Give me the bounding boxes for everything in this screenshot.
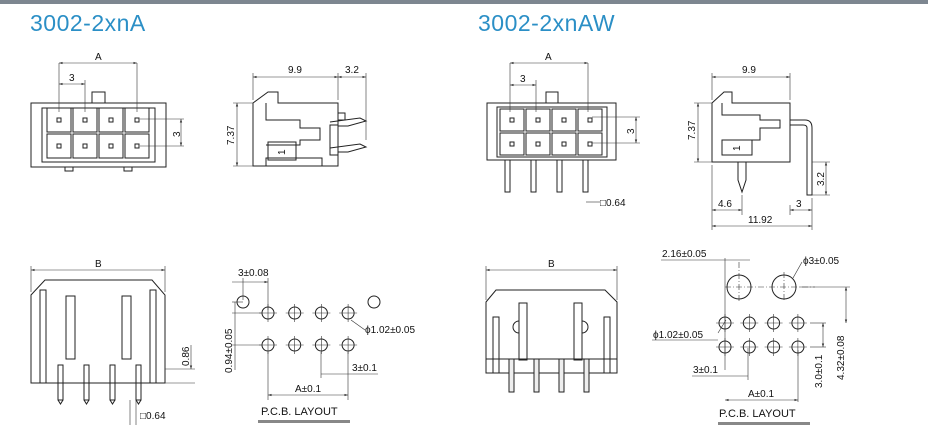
contact-pin: [108, 117, 114, 123]
pcb-aw-peg-hole: ϕ3±0.05: [803, 256, 840, 267]
pcb-pin: [508, 358, 515, 393]
dim-row-pitch-aw: 3: [626, 128, 637, 134]
pcb-pin: [530, 159, 537, 193]
dim-a-aw: A: [545, 52, 552, 63]
pcb-a-label: P.C.B. LAYOUT: [261, 406, 338, 418]
pcb-pin: [533, 358, 540, 393]
dim-b-aw: B: [548, 259, 555, 270]
dim-depth-aw: 9.9: [742, 65, 756, 76]
pin-tip: [57, 399, 64, 405]
contact-cavity: [98, 133, 124, 159]
dim-peg-offset-aw: 4.6: [718, 199, 732, 210]
dim-pin-down-aw: 3.2: [816, 172, 827, 186]
dim-depth: 9.9: [288, 65, 302, 76]
pcb-pin: [83, 364, 90, 401]
contact-cavity: [72, 133, 98, 159]
contact-pin: [56, 143, 62, 149]
contact-cavity: [577, 132, 603, 156]
contact-pin: [535, 141, 541, 147]
pcb-layout-aw: 2.16±0.05 ϕ3±0.05 ϕ1.02±0.05 3±0.1 A±0.1…: [652, 249, 850, 425]
pcb-a-pitch2: 3±0.1: [352, 363, 377, 374]
dim-row-pitch: 3: [172, 131, 183, 137]
pcb-layout-a: 3±0.08 0.94±0.05 ϕ1.02±0.05 3±0.1 A±0.1 …: [224, 268, 415, 423]
dim-pitch-aw: 3: [520, 74, 526, 85]
dim-b: B: [95, 259, 102, 270]
contact-pin: [587, 141, 593, 147]
pcb-a-pitch: 3±0.08: [238, 268, 269, 279]
side-view-aw: 1 9.9 7.37 3.2 4.6 3 11.92: [687, 65, 830, 230]
contact-pin: [134, 117, 140, 123]
pcb-aw-peg-offset: 2.16±0.05: [662, 249, 707, 260]
dim-pitch: 3: [69, 73, 75, 84]
contact-cavity: [525, 108, 551, 132]
pcb-a-span: A±0.1: [295, 384, 321, 395]
pin-tip: [83, 399, 90, 405]
contact-cavity: [551, 108, 577, 132]
contact-pin: [587, 117, 593, 123]
pcb-a-row: 0.94±0.05: [224, 328, 235, 373]
pcb-pin: [135, 364, 142, 401]
top-bar: [0, 0, 928, 4]
contact-pin: [561, 141, 567, 147]
pin-tip: [109, 399, 116, 405]
contact-pin: [561, 117, 567, 123]
dim-total-aw: 11.92: [748, 215, 773, 226]
pin-tip: [135, 399, 142, 405]
pcb-pin: [556, 159, 563, 193]
contact-cavity: [525, 132, 551, 156]
front-view-aw: A 3 3 □0.64: [486, 52, 640, 209]
contact-pin: [108, 143, 114, 149]
dim-a: A: [95, 52, 102, 63]
pcb-a-hole: ϕ1.02±0.05: [365, 325, 415, 336]
dim-pin-square-aw: □0.64: [600, 198, 626, 209]
contact-pin: [509, 141, 515, 147]
top-view-aw: B: [485, 259, 618, 393]
dim-height-aw: 7.37: [687, 120, 698, 140]
contact-pin: [134, 143, 140, 149]
contact-cavity: [46, 133, 72, 159]
pcb-aw-pitch: 3±0.1: [693, 365, 718, 376]
side-view-a: 1 9.9 3.2 7.37: [226, 65, 368, 167]
model-title-a: 3002-2xnA: [30, 10, 146, 36]
pcb-pin: [583, 358, 590, 393]
pcb-hole: [367, 295, 381, 309]
dim-height: 7.37: [226, 125, 237, 145]
contact-cavity: [499, 132, 525, 156]
pcb-aw-row: 3.0±0.1: [814, 354, 825, 388]
pcb-aw-hole: ϕ1.02±0.05: [653, 330, 703, 341]
dim-pin-pitch-aw: 3: [796, 199, 802, 210]
model-title-aw: 3002-2xnAW: [478, 10, 616, 36]
pcb-aw-span: A±0.1: [748, 389, 774, 400]
top-view-a: B 0.86 □0.64: [30, 259, 195, 425]
contact-cavity: [499, 108, 525, 132]
pcb-aw-peg-row: 4.32±0.08: [836, 335, 847, 380]
contact-pin: [56, 117, 62, 123]
pcb-pin: [504, 159, 511, 193]
pcb-aw-label: P.C.B. LAYOUT: [719, 408, 796, 420]
pcb-pin: [558, 358, 565, 393]
pin1-mark-aw: 1: [732, 145, 743, 151]
dim-pin-offset: 0.86: [181, 346, 192, 366]
pin1-mark: 1: [277, 149, 288, 155]
contact-cavity: [577, 108, 603, 132]
contact-pin: [82, 117, 88, 123]
contact-pin: [82, 143, 88, 149]
contact-cavity: [551, 132, 577, 156]
dim-pin-square: □0.64: [140, 411, 166, 422]
dim-pin-ext: 3.2: [345, 65, 359, 76]
contact-pin: [509, 117, 515, 123]
contact-cavity: [98, 107, 124, 133]
pcb-pin: [582, 159, 589, 193]
pcb-pin: [109, 364, 116, 401]
contact-pin: [535, 117, 541, 123]
pcb-pin: [57, 364, 64, 401]
front-view-a: A 3 3: [30, 52, 184, 172]
